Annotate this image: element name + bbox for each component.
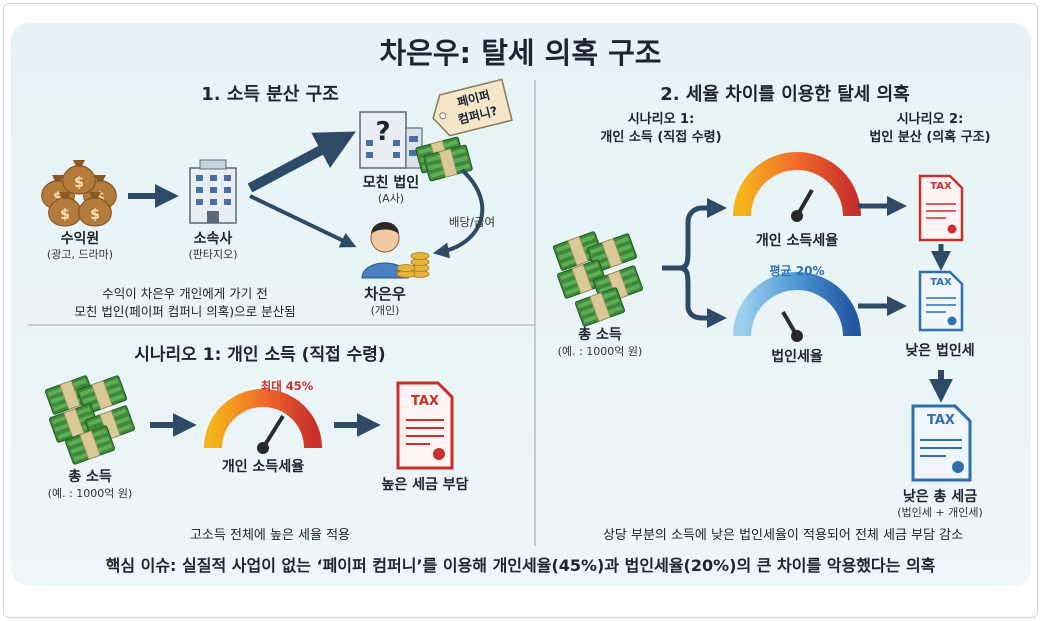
tax-document-red-icon — [918, 174, 964, 242]
page-title: 차은우: 탈세 의혹 구조 — [379, 36, 662, 70]
gauge-high-icon — [204, 389, 322, 454]
arrow-income-to-corp — [679, 265, 727, 328]
arrow-agency-to-person — [249, 194, 357, 248]
parent-corp-label: 모친 법인 — [362, 175, 420, 191]
agency-sub: (판타지오) — [188, 248, 238, 261]
key-issue-footer: 핵심 이슈: 실질적 사업이 없는 ‘페이퍼 컴퍼니’를 이용해 개인세율(45… — [105, 556, 936, 575]
scenario1-heading: 시나리오 1: 개인 소득 (직접 수령) — [134, 345, 386, 365]
arrow-agency-to-parent — [247, 131, 356, 193]
gauge-personal-icon — [733, 152, 861, 222]
arrow-dividend — [432, 168, 485, 259]
income-label-2: 총 소득 — [578, 327, 622, 343]
revenue-sub: (광고, 드라마) — [46, 248, 114, 261]
person-sub: (개인) — [370, 304, 400, 317]
income-sub: (예. : 1000억 원) — [47, 487, 133, 500]
tax-document-blue-icon — [918, 270, 964, 332]
income-sub-2: (예. : 1000억 원) — [557, 345, 643, 358]
scenario2-title-line2: 법인 분산 (의혹 구조) — [869, 130, 991, 145]
arrow-income-to-personal — [662, 198, 727, 271]
cash-stacks-icon — [44, 374, 136, 466]
tax-document-red-icon — [396, 381, 454, 470]
person-label: 차은우 — [364, 285, 406, 303]
revenue-label: 수익원 — [60, 231, 100, 247]
tax-icon-text-blue: TAX — [930, 277, 952, 288]
money-bags-icon — [41, 159, 117, 227]
gauge-corp-label: 법인세율 — [771, 349, 823, 365]
tax-icon-text-red: TAX — [930, 181, 952, 192]
section2-heading: 2. 세율 차이를 이용한 탈세 의혹 — [660, 84, 910, 105]
scenario2-title-line1: 시나리오 2: — [896, 112, 964, 127]
person-icon — [361, 222, 409, 279]
agency-label: 소속사 — [193, 231, 233, 247]
low-total-label: 낮은 총 세금 — [902, 489, 978, 505]
scenario1-title-line2: 개인 소득 (직접 수령) — [600, 130, 722, 145]
tax-icon-text-large: TAX — [927, 413, 955, 428]
parent-corp-sub: (A사) — [377, 192, 405, 205]
gauge-corp-icon — [733, 272, 861, 342]
parent-corp-building-icon: ? — [359, 111, 423, 169]
income-label: 총 소득 — [68, 469, 112, 485]
low-corp-tax-label: 낮은 법인세 — [905, 343, 975, 359]
scenario1-title-line1: 시나리오 1: — [627, 112, 695, 127]
section2-caption: 상당 부분의 소득에 낮은 법인세율이 적용되어 전체 세금 부담 감소 — [602, 528, 964, 543]
section1-caption-line2: 모친 법인(페이퍼 컴퍼니 의혹)으로 분산됨 — [74, 304, 296, 319]
section1-caption-line1: 수익이 차은우 개인에게 가기 전 — [102, 286, 268, 301]
section1-heading: 1. 소득 분산 구조 — [201, 84, 339, 105]
tax-icon-text: TAX — [411, 394, 439, 409]
dividend-label: 배당/급여 — [448, 215, 496, 229]
cash-stacks-icon — [552, 230, 644, 328]
agency-building-icon — [189, 159, 237, 224]
high-tax-label: 높은 세금 부담 — [381, 477, 469, 493]
paper-company-tag: 페이퍼 컴퍼니? — [426, 77, 515, 141]
tax-document-large-icon — [911, 404, 972, 482]
scenario1-caption: 고소득 전체에 높은 세율 적용 — [189, 528, 351, 543]
svg-text:?: ? — [375, 117, 390, 147]
gauge-personal-label: 개인 소득세율 — [221, 459, 305, 475]
max-rate-label: 최대 45% — [260, 379, 314, 393]
gauge-personal-label-2: 개인 소득세율 — [755, 233, 839, 249]
low-total-sub: (법인세 + 개인세) — [897, 506, 983, 519]
coins-icon — [396, 252, 430, 278]
avg-rate-label: 평균 20% — [769, 264, 825, 278]
